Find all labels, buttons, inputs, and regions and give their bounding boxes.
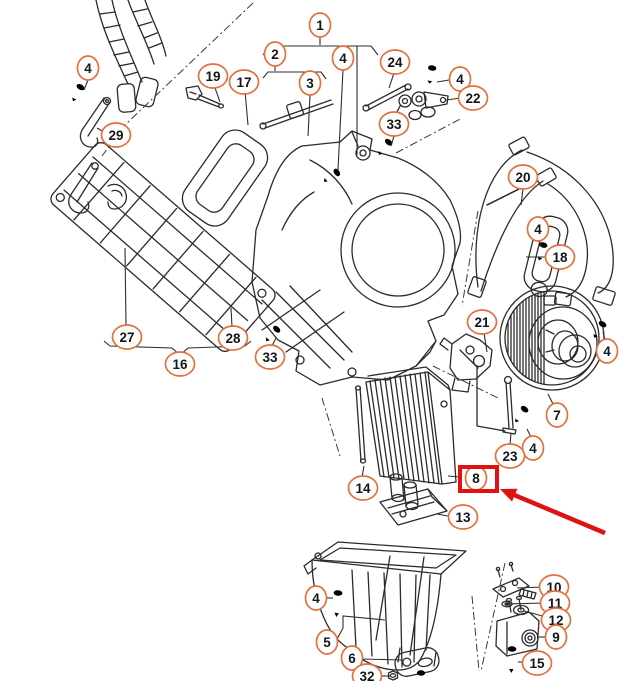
drip-tray-13 bbox=[379, 488, 448, 526]
callout-label: 19 bbox=[205, 69, 220, 84]
callout-23[interactable]: 23 bbox=[494, 443, 526, 469]
callout-4[interactable]: 4 bbox=[526, 216, 550, 242]
annotation-arrow-head bbox=[500, 488, 518, 502]
callout-21[interactable]: 21 bbox=[466, 309, 498, 335]
callout-label: 14 bbox=[355, 481, 371, 496]
screw-4-tray bbox=[332, 590, 343, 618]
callout-18[interactable]: 18 bbox=[544, 244, 576, 270]
callout-24[interactable]: 24 bbox=[379, 49, 411, 75]
callout-label: 12 bbox=[548, 613, 563, 628]
callout-5[interactable]: 5 bbox=[315, 629, 339, 655]
callout-label: 32 bbox=[359, 669, 374, 681]
callout-label: 8 bbox=[472, 471, 480, 486]
callout-label: 4 bbox=[603, 344, 611, 359]
callout-8[interactable]: 8 bbox=[464, 465, 488, 491]
callout-32[interactable]: 32 bbox=[351, 663, 383, 681]
callout-label: 15 bbox=[529, 656, 545, 671]
callout-4[interactable]: 4 bbox=[331, 45, 355, 71]
annotation-arrow-shaft bbox=[510, 491, 606, 536]
callout-6[interactable]: 6 bbox=[340, 645, 364, 671]
rod-3 bbox=[259, 99, 334, 130]
blower-7 bbox=[499, 285, 605, 391]
rod-14 bbox=[354, 385, 367, 464]
callout-33[interactable]: 33 bbox=[254, 344, 286, 370]
callout-label: 4 bbox=[84, 61, 92, 76]
callout-label: 29 bbox=[108, 128, 123, 143]
callout-4[interactable]: 4 bbox=[448, 66, 472, 92]
callout-13[interactable]: 13 bbox=[447, 504, 479, 530]
callout-label: 4 bbox=[456, 72, 464, 87]
callout-label: 33 bbox=[262, 350, 278, 365]
leader-lines bbox=[83, 37, 606, 677]
callout-28[interactable]: 28 bbox=[217, 325, 249, 351]
callout-label: 33 bbox=[386, 117, 402, 132]
callout-label: 13 bbox=[455, 510, 471, 525]
screw-15 bbox=[506, 646, 517, 674]
bracket-29 bbox=[68, 96, 128, 214]
frame-17 bbox=[181, 129, 269, 227]
evaporator-core bbox=[365, 366, 457, 511]
callout-label: 11 bbox=[548, 596, 563, 611]
bolt-drain bbox=[416, 670, 426, 681]
callout-19[interactable]: 19 bbox=[197, 63, 229, 89]
actuator-21 bbox=[439, 333, 493, 393]
rod-23 bbox=[476, 367, 517, 435]
callout-label: 4 bbox=[339, 51, 347, 66]
callout-label: 28 bbox=[225, 331, 241, 346]
bracket-10 bbox=[492, 561, 537, 600]
construction-lines bbox=[101, 2, 506, 672]
callout-label: 4 bbox=[529, 441, 537, 456]
callout-label: 27 bbox=[119, 330, 134, 345]
callout-2[interactable]: 2 bbox=[263, 41, 287, 67]
callout-4[interactable]: 4 bbox=[595, 338, 619, 364]
lower-housing-5 bbox=[303, 541, 467, 677]
screw-4-rod23 bbox=[511, 404, 530, 425]
callout-29[interactable]: 29 bbox=[100, 122, 132, 148]
callout-label: 21 bbox=[474, 315, 490, 330]
callout-4[interactable]: 4 bbox=[304, 585, 328, 611]
duct-16 bbox=[50, 142, 276, 352]
screw-4-bracket22 bbox=[425, 64, 437, 85]
callout-label: 3 bbox=[306, 76, 314, 91]
callout-label: 7 bbox=[553, 408, 561, 423]
callout-label: 24 bbox=[387, 55, 403, 70]
callout-label: 18 bbox=[552, 250, 568, 265]
callout-22[interactable]: 22 bbox=[457, 85, 489, 111]
callout-label: 5 bbox=[323, 635, 331, 650]
callout-label: 4 bbox=[534, 222, 542, 237]
annotation-layer bbox=[458, 465, 606, 536]
callout-17[interactable]: 17 bbox=[228, 69, 260, 95]
screw-4-topleft bbox=[69, 82, 86, 104]
callout-9[interactable]: 9 bbox=[544, 624, 568, 650]
callout-14[interactable]: 14 bbox=[347, 475, 379, 501]
clip-19 bbox=[185, 85, 225, 109]
callout-label: 4 bbox=[312, 591, 320, 606]
callout-1[interactable]: 1 bbox=[308, 12, 332, 38]
callout-16[interactable]: 16 bbox=[164, 351, 196, 377]
rod-24 bbox=[362, 83, 412, 112]
main-housing bbox=[251, 130, 462, 386]
callout-4[interactable]: 4 bbox=[76, 55, 100, 81]
callout-label: 2 bbox=[271, 47, 279, 62]
callout-label: 6 bbox=[348, 651, 356, 666]
callout-label: 22 bbox=[465, 91, 480, 106]
callout-20[interactable]: 20 bbox=[507, 164, 539, 190]
callout-27[interactable]: 27 bbox=[111, 324, 143, 350]
callout-label: 1 bbox=[316, 18, 324, 33]
callout-label: 20 bbox=[515, 170, 530, 185]
callout-3[interactable]: 3 bbox=[298, 70, 322, 96]
callout-label: 23 bbox=[502, 449, 518, 464]
callout-4[interactable]: 4 bbox=[521, 435, 545, 461]
highlight-box bbox=[458, 465, 499, 493]
callout-label: 16 bbox=[172, 357, 188, 372]
callout-15[interactable]: 15 bbox=[521, 650, 553, 676]
callout-7[interactable]: 7 bbox=[545, 402, 569, 428]
wiring-harness-20 bbox=[467, 136, 616, 307]
callout-12[interactable]: 12 bbox=[540, 607, 572, 633]
heater-hoses bbox=[95, 0, 167, 113]
callout-label: 17 bbox=[236, 75, 251, 90]
callout-label: 9 bbox=[552, 630, 560, 645]
callout-33[interactable]: 33 bbox=[378, 111, 410, 137]
